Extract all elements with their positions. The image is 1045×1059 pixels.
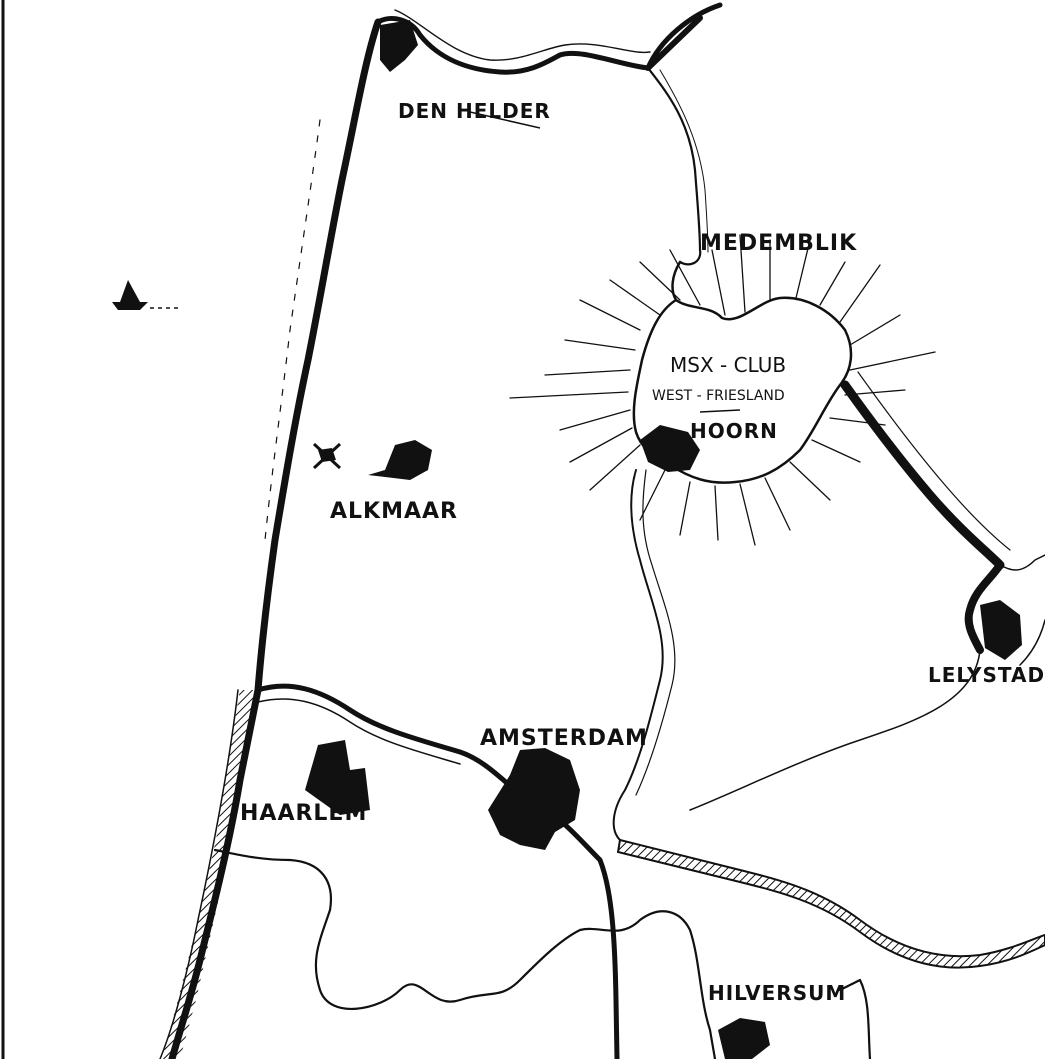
north-coastline [375, 2, 723, 75]
border-east [838, 978, 872, 1059]
gooimeer-shore [616, 838, 1045, 969]
label-hoorn: HOORN [690, 419, 778, 443]
sailboat-icon [112, 280, 180, 310]
ijsselmeer-coast [646, 66, 702, 266]
club-underline [699, 409, 741, 413]
hoorn-city [640, 425, 700, 472]
label-haarlem: HAARLEM [240, 801, 367, 826]
ijsselmeer-coast-inner [659, 69, 709, 253]
label-medemblik: MEDEMBLIK [700, 231, 857, 256]
alkmaar-city [368, 440, 432, 480]
noordzeekanaal-edge [257, 698, 461, 765]
lelystad-coast [964, 561, 1004, 654]
markermeer-west-coast-2 [635, 469, 676, 796]
hoorn-bay-outline [632, 260, 853, 484]
north-coast-outer [394, 9, 651, 61]
houtribdijk-edge [857, 371, 1011, 551]
flevoland-edge [689, 649, 981, 811]
windmill-icon [312, 442, 342, 470]
label-club-line1: MSX - CLUB [670, 353, 786, 377]
label-lelystad: LELYSTAD [928, 663, 1045, 687]
label-hilversum: HILVERSUM [708, 981, 846, 1005]
label-club-line2: WEST - FRIESLAND [652, 388, 785, 404]
label-alkmaar: ALKMAAR [330, 499, 458, 524]
houtribdijk [840, 380, 1005, 570]
haarlem-city [305, 740, 370, 815]
markermeer-west-coast [612, 469, 664, 841]
lelystad-city [980, 600, 1022, 660]
label-amsterdam: AMSTERDAM [480, 726, 648, 751]
province-border [213, 848, 717, 1059]
club-sunburst [509, 234, 936, 546]
den-helder-city [380, 20, 418, 72]
dune-strip [162, 690, 258, 1059]
flevo-east [1019, 619, 1045, 666]
amsterdam-city [488, 748, 580, 850]
label-den-helder: DEN HELDER [398, 99, 551, 123]
afsluitdijk [645, 15, 703, 71]
hilversum-city [718, 1018, 770, 1059]
den-helder-underline [469, 111, 541, 129]
flevoland-north [999, 554, 1045, 571]
dune-outer-line [159, 689, 239, 1059]
noordzeekanaal [255, 683, 620, 1059]
coast-dotted-line [264, 119, 321, 541]
